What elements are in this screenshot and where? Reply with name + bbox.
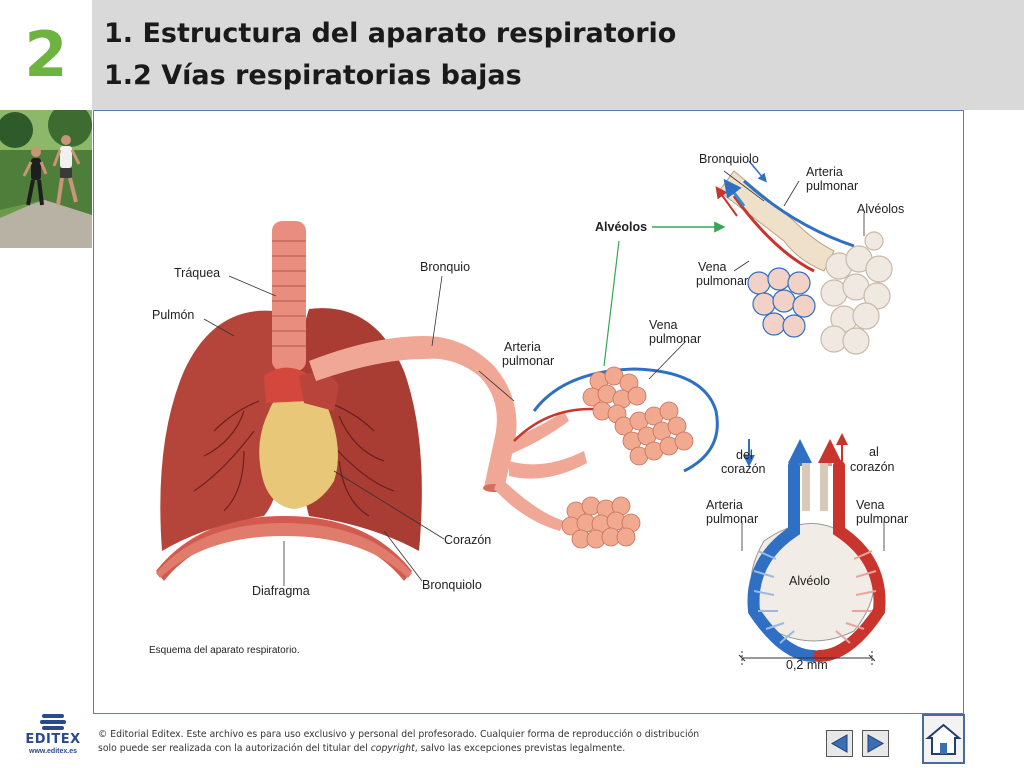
label-alveolo: Alvéolo [789, 574, 830, 588]
label-arteria-top-2: pulmonar [806, 179, 858, 193]
label-corazon: Corazón [444, 533, 491, 547]
home-button[interactable] [922, 714, 965, 764]
respiratory-diagram: Tráquea Pulmón Bronquio Alvéolos Arteria… [93, 110, 964, 714]
copyright-line-2a: solo puede ser realizada con la autoriza… [98, 743, 371, 754]
label-arteria-top-1: Arteria [806, 165, 843, 179]
label-bronquio: Bronquio [420, 260, 470, 274]
alveoli-cluster-mid [561, 366, 694, 549]
label-vena-bot-2: pulmonar [856, 512, 908, 526]
copyright-line-2: solo puede ser realizada con la autoriza… [98, 742, 718, 756]
triangle-right-icon [867, 734, 885, 753]
label-vena-mid-2: pulmonar [649, 332, 701, 346]
runners-photo [0, 110, 92, 248]
label-del-corazon-2: corazón [721, 462, 766, 476]
next-button[interactable] [862, 730, 889, 757]
triangle-left-icon [830, 734, 848, 753]
trachea-shape [272, 221, 306, 371]
editex-logo-icon [40, 714, 66, 730]
figure-caption: Esquema del aparato respiratorio. [149, 645, 300, 656]
slide-title: 1. Estructura del aparato respiratorio [104, 18, 677, 49]
heart-shape [259, 388, 338, 509]
label-scale: 0,2 mm [786, 658, 828, 672]
label-bronquiolo-bottom: Bronquiolo [422, 578, 482, 592]
label-arteria-mid-2: pulmonar [502, 354, 554, 368]
bronchus-tube [309, 336, 517, 489]
label-bronquiolo-top: Bronquiolo [699, 152, 759, 166]
label-alveolos-callout: Alvéolos [595, 220, 647, 234]
label-pulmon: Pulmón [152, 308, 194, 322]
logo-url: www.editex.es [29, 748, 77, 755]
label-al-corazon-1: al [869, 445, 879, 459]
label-arteria-bot-2: pulmonar [706, 512, 758, 526]
copyright-line-1: © Editorial Editex. Este archivo es para… [98, 729, 700, 740]
bronchiole-inset [715, 160, 893, 355]
copyright-word: copyright [370, 743, 415, 754]
copyright-notice: © Editorial Editex. Este archivo es para… [98, 728, 718, 756]
slide-subtitle: 1.2 Vías respiratorias bajas [104, 60, 522, 91]
label-alveolos-top: Alvéolos [857, 202, 904, 216]
prev-button[interactable] [826, 730, 853, 757]
label-arteria-mid-1: Arteria [504, 340, 541, 354]
respiratory-diagram-svg: Tráquea Pulmón Bronquio Alvéolos Arteria… [149, 152, 908, 672]
label-al-corazon-2: corazón [850, 460, 895, 474]
slide-header: 1. Estructura del aparato respiratorio 1… [92, 0, 1024, 110]
left-lung-shape [160, 310, 286, 551]
label-vena-bot-1: Vena [856, 498, 885, 512]
label-vena-top-1: Vena [698, 260, 727, 274]
label-arteria-bot-1: Arteria [706, 498, 743, 512]
label-vena-mid-1: Vena [649, 318, 678, 332]
house-icon [925, 723, 962, 755]
label-del-corazon-1: del [736, 448, 753, 462]
copyright-line-2c: , salvo las excepciones previstas legalm… [414, 743, 626, 754]
label-diafragma: Diafragma [252, 584, 310, 598]
chapter-number: 2 [24, 18, 68, 91]
label-traquea: Tráquea [174, 266, 220, 280]
editex-logo: EDITEX www.editex.es [22, 712, 84, 762]
chapter-badge: 2 [0, 0, 92, 110]
alveolus-inset [738, 433, 886, 666]
logo-text: EDITEX [25, 732, 81, 747]
label-vena-top-2: pulmonar [696, 274, 748, 288]
